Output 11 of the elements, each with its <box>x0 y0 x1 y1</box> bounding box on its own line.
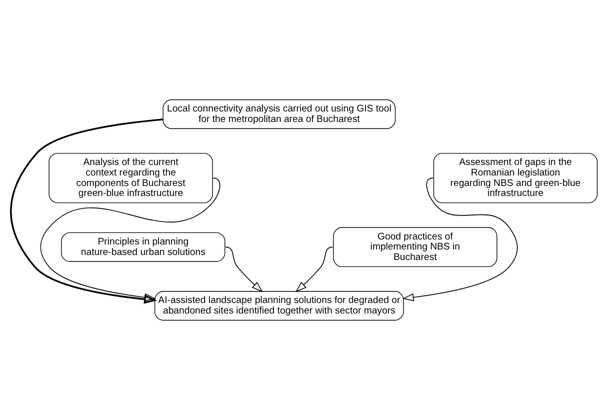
node-box: Local connectivity analysis carried out using GIS tool for the metropolitan area of Bucharest <box>162 98 396 128</box>
arrow <box>402 177 518 301</box>
node-box: Assessment of gaps in the Romanian legislation regarding NBS and green-blue infrastructure <box>433 152 598 203</box>
arrow <box>40 177 220 301</box>
node-box: Principles in planning nature-based urban solutions <box>61 232 226 262</box>
node-box: AI-assisted landscape planning solutions for degraded or abandoned sites identified together with sector mayors <box>154 290 404 320</box>
node-box: Analysis of the current context regarding the components of Bucharest green-blue infrastructure <box>48 152 213 203</box>
arrow <box>10 118 163 304</box>
node-box: Good practices of implementing NBS in Bucharest <box>333 226 498 267</box>
arrow <box>225 246 263 292</box>
arrow <box>295 246 334 292</box>
